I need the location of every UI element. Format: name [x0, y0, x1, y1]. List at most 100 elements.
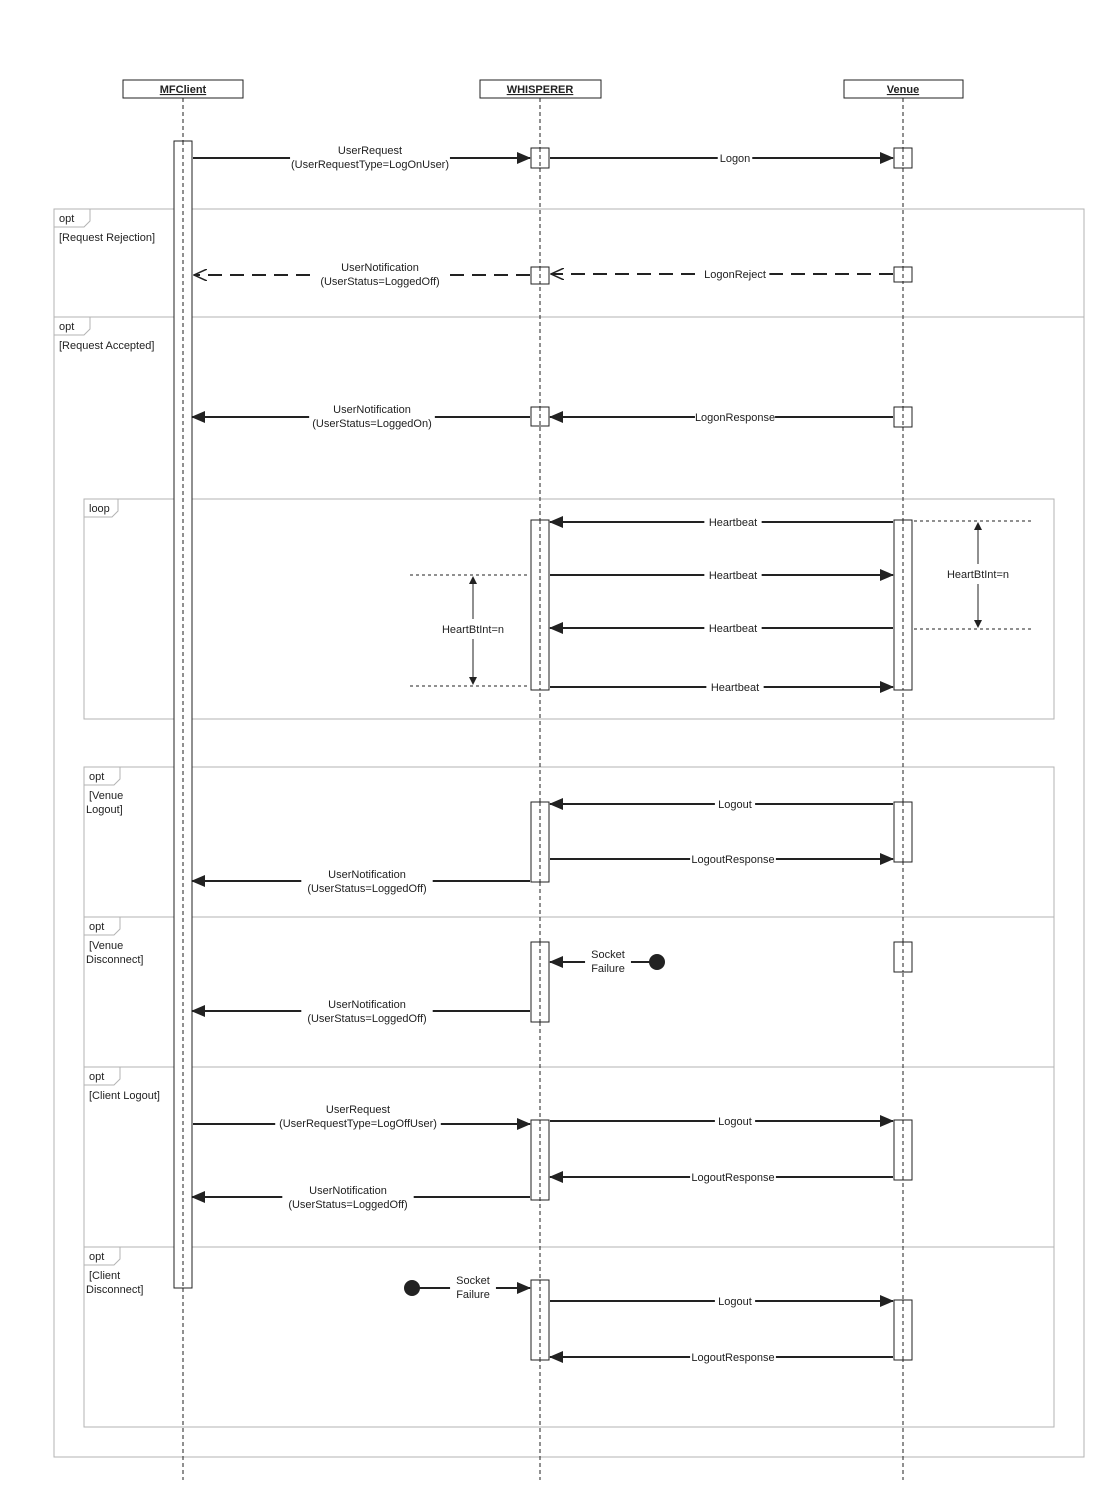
message-label: UserNotification — [309, 1185, 387, 1197]
fragment-guard: [Venue — [89, 940, 123, 952]
message-label: Heartbeat — [709, 623, 757, 635]
lifeline-name: Venue — [887, 84, 919, 96]
message-m18: LogoutResponse — [549, 1170, 893, 1184]
message-label: (UserRequestType=LogOnUser) — [291, 159, 449, 171]
message-label: (UserStatus=LoggedOn) — [312, 418, 432, 430]
fragment-frame — [83, 498, 1055, 720]
fragment-guard: [Request Rejection] — [59, 232, 155, 244]
message-label: Failure — [456, 1289, 490, 1301]
message-label: Heartbeat — [711, 682, 759, 694]
message-m7: Heartbeat — [549, 515, 893, 529]
activation-bar — [530, 1279, 550, 1361]
message-label: Heartbeat — [709, 517, 757, 529]
message-label: Heartbeat — [709, 570, 757, 582]
message-m16: UserRequest (UserRequestType=LogOffUser) — [193, 1102, 531, 1130]
fragment-operator: opt — [59, 321, 74, 333]
message-label: LogonResponse — [695, 412, 775, 424]
lifeline-venue: Venue — [843, 79, 964, 1480]
fragment-tag-box — [84, 917, 121, 936]
message-m5: LogonResponse — [549, 410, 893, 424]
lifeline-name: MFClient — [160, 84, 207, 96]
message-label: Logon — [720, 153, 751, 165]
fragment-operator: opt — [89, 921, 104, 933]
message-label: LogoutResponse — [691, 1172, 774, 1184]
message-m15: UserNotification (UserStatus=LoggedOff) — [191, 997, 530, 1025]
fragment-opt-request-accepted: opt [Request Accepted] — [53, 316, 1085, 1458]
message-label: LogonReject — [704, 269, 766, 281]
message-label: LogoutResponse — [691, 1352, 774, 1364]
message-label: Socket — [456, 1275, 490, 1287]
message-label: UserNotification — [333, 404, 411, 416]
message-label: Logout — [718, 1116, 752, 1128]
activation-bar — [530, 941, 550, 1023]
fragment-guard: [Client Logout] — [89, 1090, 160, 1102]
lifeline-header — [122, 79, 244, 99]
fragment-loop-heartbeat: loop — [83, 498, 1055, 720]
message-label: Failure — [591, 963, 625, 975]
fragment-frame — [83, 916, 1055, 1068]
message-m8: Heartbeat — [550, 568, 894, 582]
message-label: Logout — [718, 799, 752, 811]
fragment-tag-box — [84, 1247, 121, 1266]
activation-bar — [530, 1119, 550, 1201]
fragment-operator: opt — [89, 1251, 104, 1263]
message-m11: Logout — [549, 797, 893, 811]
fragment-tag-box — [54, 317, 91, 336]
fragment-guard: Disconnect] — [86, 1284, 143, 1296]
message-m4: UserNotification (UserStatus=LoggedOff) — [194, 260, 530, 288]
message-m2: Logon — [550, 151, 894, 165]
fragment-operator: opt — [89, 771, 104, 783]
fragment-guard: [Request Accepted] — [59, 340, 154, 352]
message-m21: Logout — [550, 1294, 894, 1308]
message-m17: Logout — [550, 1114, 894, 1128]
fragment-tag-box — [84, 1067, 121, 1086]
fragment-guard: [Client — [89, 1270, 120, 1282]
message-label: (UserStatus=LoggedOff) — [307, 1013, 426, 1025]
fragment-opt-request-rejection: opt [Request Rejection] — [53, 208, 1085, 318]
fragment-guard: Logout] — [86, 804, 123, 816]
message-label: Socket — [591, 949, 625, 961]
message-m6: UserNotification (UserStatus=LoggedOn) — [191, 402, 530, 430]
message-label: (UserStatus=LoggedOff) — [320, 276, 439, 288]
note-heartbeat-interval-venue: HeartBtInt=n — [914, 520, 1034, 630]
message-label: UserRequest — [338, 145, 402, 157]
message-label: (UserRequestType=LogOffUser) — [279, 1118, 437, 1130]
fragment-frame — [53, 208, 1085, 318]
note-heartbeat-interval-whisperer: HeartBtInt=n — [410, 574, 530, 687]
message-label: (UserStatus=LoggedOff) — [288, 1199, 407, 1211]
message-m1: UserRequest (UserRequestType=LogOnUser) — [193, 143, 531, 171]
message-label: LogoutResponse — [691, 854, 774, 866]
message-m19: UserNotification (UserStatus=LoggedOff) — [191, 1183, 530, 1211]
interval-label: HeartBtInt=n — [442, 624, 504, 636]
message-label: UserNotification — [328, 999, 406, 1011]
message-label: Logout — [718, 1296, 752, 1308]
lifeline-header — [843, 79, 964, 99]
fragment-operator: opt — [89, 1071, 104, 1083]
fragment-guard: [Venue — [89, 790, 123, 802]
message-m12: LogoutResponse — [550, 852, 894, 866]
message-label: UserNotification — [341, 262, 419, 274]
message-m22: LogoutResponse — [549, 1350, 893, 1364]
fragment-operator: loop — [89, 503, 110, 515]
fragment-frame — [53, 316, 1085, 1458]
lifeline-header — [479, 79, 602, 99]
message-m13: UserNotification (UserStatus=LoggedOff) — [191, 867, 530, 895]
message-m9: Heartbeat — [549, 621, 893, 635]
fragment-guard: Disconnect] — [86, 954, 143, 966]
message-label: UserNotification — [328, 869, 406, 881]
message-label: (UserStatus=LoggedOff) — [307, 883, 426, 895]
lifeline-name: WHISPERER — [507, 84, 574, 96]
activation-bar — [530, 801, 550, 883]
fragment-frame — [83, 1246, 1055, 1428]
fragment-tag-box — [84, 767, 121, 786]
interval-label: HeartBtInt=n — [947, 569, 1009, 581]
fragment-operator: opt — [59, 213, 74, 225]
fragment-tag-box — [54, 209, 91, 228]
message-m3: LogonReject — [551, 267, 893, 281]
message-label: UserRequest — [326, 1104, 390, 1116]
